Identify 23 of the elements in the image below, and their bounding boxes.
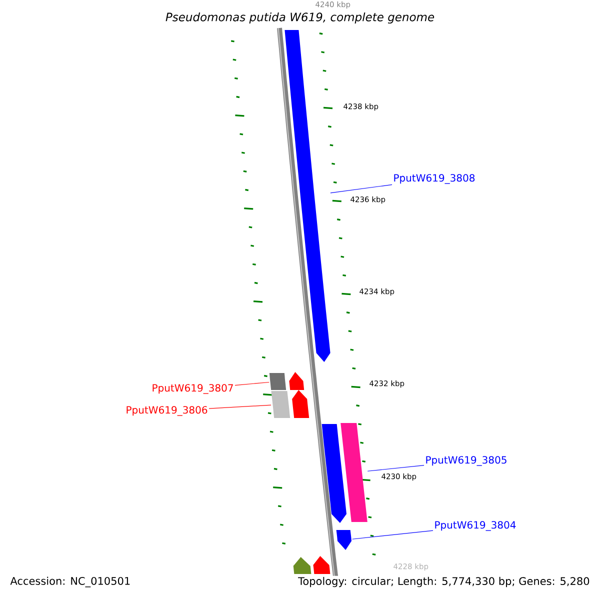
footer-text: Topology: circular; Length: 5,774,330 bp; Genes: 5,280 [297,576,591,588]
gene-feature [312,556,330,574]
gene-feature [269,373,286,390]
leader-line [208,404,272,409]
gene-feature [322,424,346,523]
gene-feature [336,530,352,550]
gene-feature [292,390,310,418]
footer-text: Accession: NC_010501 [9,576,132,588]
gene-feature [284,30,330,362]
gene-feature [292,557,312,574]
gene-label: PputW619_3807 [152,384,233,394]
leader-line [352,530,434,540]
leader-line [367,465,424,472]
gene-label: PputW619_3808 [394,174,475,184]
gene-label: PputW619_3805 [426,456,506,466]
leader-line [234,382,270,386]
gene-label: PputW619_3804 [435,521,516,531]
gene-feature [271,391,290,418]
gene-feature [340,423,368,522]
leader-line [330,184,392,194]
title: Pseudomonas putida W619, complete genome [164,10,436,26]
gene-label: PputW619_3806 [126,406,208,416]
gene-feature [288,372,304,390]
